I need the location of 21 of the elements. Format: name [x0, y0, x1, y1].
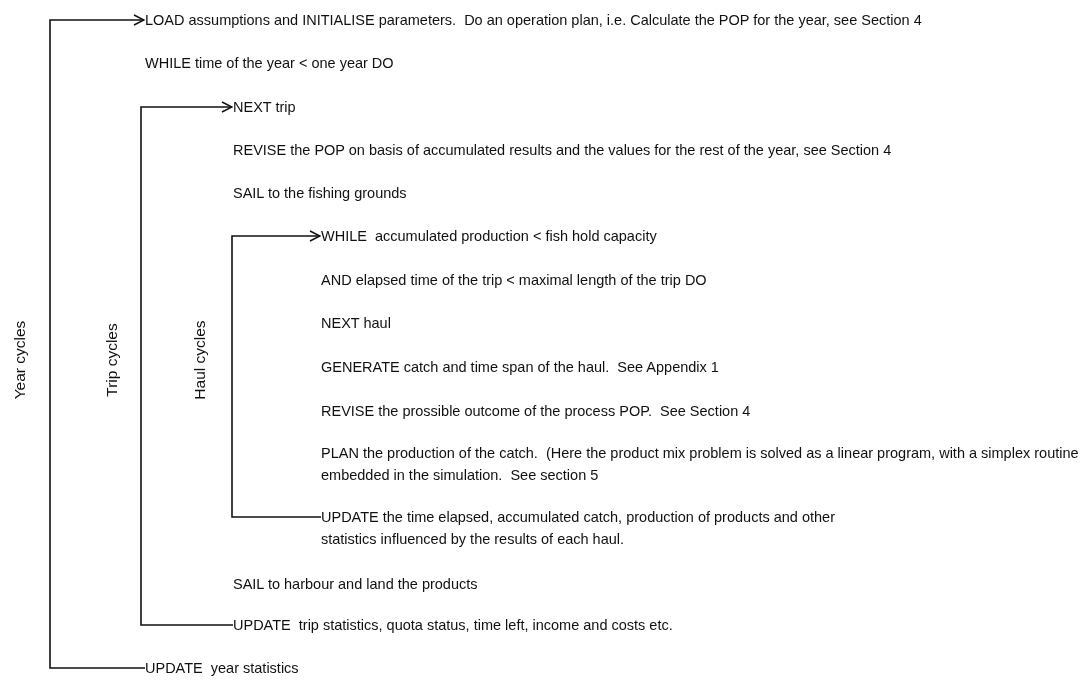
pseudocode-step: UPDATE trip statistics, quota status, time left, income and costs etc. — [233, 614, 673, 636]
pseudocode-step: NEXT haul — [321, 312, 391, 334]
pseudocode-step: PLAN the production of the catch. (Here the product mix problem is solved as a linear program, with a simplex routine embedded in the simulation. See section 5 — [321, 442, 1081, 486]
pseudocode-step: AND elapsed time of the trip < maximal length of the trip DO — [321, 269, 707, 291]
pseudocode-step: LOAD assumptions and INITIALISE parameters. Do an operation plan, i.e. Calculate the POP for the year, see Section 4 — [145, 9, 922, 31]
loop-arrow — [49, 14, 146, 669]
pseudocode-step: NEXT trip — [233, 96, 296, 118]
pseudocode-step: GENERATE catch and time span of the haul. See Appendix 1 — [321, 356, 719, 378]
loop-arrow — [231, 230, 322, 518]
cycle-label: Year cycles — [11, 320, 29, 400]
pseudocode-step: UPDATE year statistics — [145, 657, 299, 679]
cycle-label: Trip cycles — [103, 323, 121, 397]
cycle-label: Haul cycles — [191, 320, 209, 400]
pseudocode-step: WHILE time of the year < one year DO — [145, 52, 394, 74]
pseudocode-step: SAIL to the fishing grounds — [233, 182, 407, 204]
pseudocode-step: SAIL to harbour and land the products — [233, 573, 478, 595]
pseudocode-step: UPDATE the time elapsed, accumulated catch, production of products and other statistics influenced by the results of each haul. — [321, 506, 881, 550]
pseudocode-step: WHILE accumulated production < fish hold capacity — [321, 225, 657, 247]
pseudocode-step: REVISE the POP on basis of accumulated results and the values for the rest of the year, see Section 4 — [233, 139, 892, 161]
pseudocode-step: REVISE the prossible outcome of the process POP. See Section 4 — [321, 400, 751, 422]
loop-arrow — [140, 101, 234, 626]
